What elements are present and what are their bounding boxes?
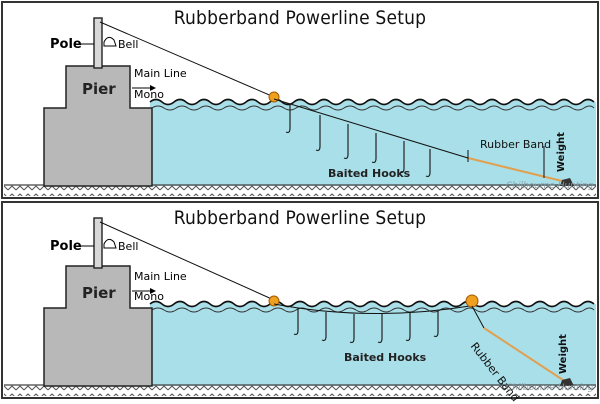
hook bbox=[405, 313, 411, 342]
panel-top: Rubberband Powerline Setup Pole Bell Pie… bbox=[0, 0, 600, 200]
pier bbox=[43, 65, 153, 187]
main-line-label: Main Line bbox=[134, 67, 187, 80]
seabed bbox=[4, 384, 596, 396]
bell-label: Bell bbox=[118, 38, 139, 51]
weight-label: Weight bbox=[556, 132, 567, 172]
water-surface-2 bbox=[151, 307, 595, 313]
mono-label: Mono bbox=[134, 88, 164, 101]
rubber-band bbox=[467, 157, 567, 183]
water bbox=[150, 302, 596, 386]
pole-label: Pole bbox=[50, 239, 82, 254]
float-marker bbox=[268, 295, 280, 307]
pole-label: Pole bbox=[50, 37, 82, 52]
baited-hooks-label: Baited Hooks bbox=[328, 167, 411, 180]
bell-icon bbox=[103, 238, 117, 249]
hook bbox=[377, 314, 383, 344]
hook bbox=[349, 314, 355, 344]
hook bbox=[433, 310, 439, 338]
panel-bottom-drawing bbox=[1, 201, 599, 399]
water-surface-2 bbox=[151, 105, 595, 111]
hook bbox=[371, 133, 377, 164]
baited-hooks-label: Baited Hooks bbox=[344, 351, 427, 364]
weight-label: Weight bbox=[558, 334, 569, 374]
mainline-underwater bbox=[273, 98, 469, 159]
hook bbox=[399, 141, 405, 174]
hook bbox=[285, 105, 291, 134]
main-line bbox=[99, 21, 275, 98]
main-line bbox=[99, 221, 275, 301]
bell-icon bbox=[103, 36, 117, 47]
panel-title: Rubberband Powerline Setup bbox=[173, 207, 427, 229]
water-surface bbox=[149, 98, 595, 106]
arrow-head bbox=[150, 85, 156, 91]
watermark: Chilbourne Hunting bbox=[506, 383, 594, 393]
panel-title: Rubberband Powerline Setup bbox=[173, 7, 427, 29]
pole bbox=[93, 17, 103, 69]
main-line-label: Main Line bbox=[134, 270, 187, 283]
pier-label: Pier bbox=[82, 80, 116, 98]
pole bbox=[93, 217, 103, 269]
weight-marker bbox=[560, 378, 574, 386]
panel-bottom: Rubberband Powerline Setup Pole Bell Pie… bbox=[0, 200, 600, 404]
hook bbox=[315, 115, 321, 152]
float-marker-2 bbox=[465, 294, 479, 308]
rubber-band-label: Rubber Band bbox=[480, 138, 552, 151]
panel-top-drawing bbox=[1, 1, 599, 199]
arrow-head bbox=[150, 288, 156, 294]
hook bbox=[425, 149, 431, 178]
watermark: Chilbourne Hunting bbox=[506, 181, 594, 191]
drop-line bbox=[471, 305, 485, 329]
bell-label: Bell bbox=[118, 240, 139, 253]
weight-marker bbox=[560, 178, 574, 186]
rubber-band bbox=[483, 327, 567, 383]
seabed bbox=[4, 184, 596, 196]
hooks-group bbox=[293, 308, 439, 344]
hook bbox=[293, 308, 299, 336]
pier bbox=[43, 265, 153, 387]
mainline-underwater bbox=[273, 303, 471, 315]
hooks-group bbox=[285, 105, 431, 178]
mono-label: Mono bbox=[134, 290, 164, 303]
water-surface bbox=[149, 300, 595, 308]
pier-label: Pier bbox=[82, 284, 116, 302]
water bbox=[150, 100, 596, 186]
hook bbox=[321, 312, 327, 342]
hook bbox=[343, 124, 349, 160]
